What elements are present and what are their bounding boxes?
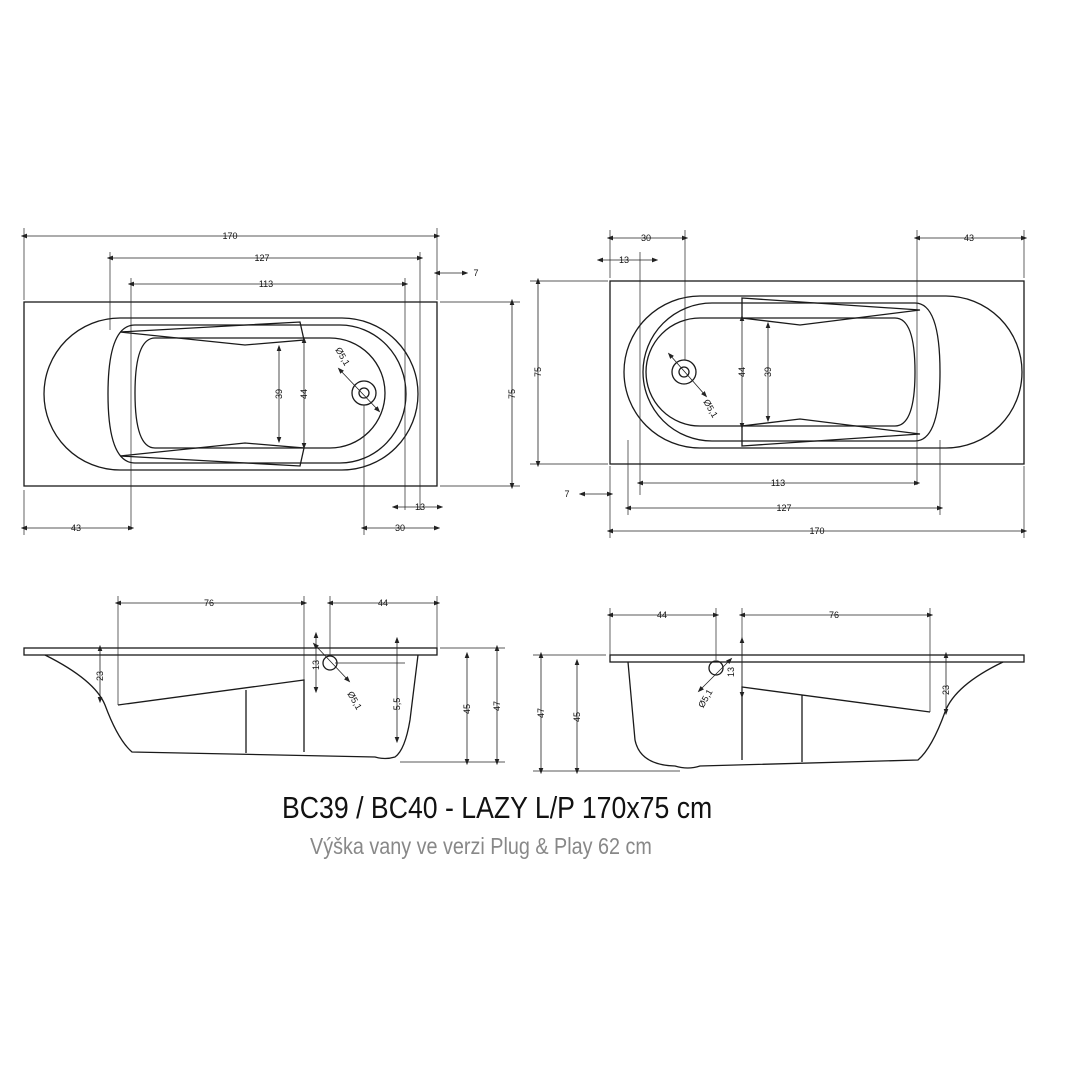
dim-width: 75 (533, 367, 543, 377)
dim-drain: Ø5,1 (333, 346, 351, 368)
dim-width: 75 (507, 389, 517, 399)
dim-5-5: 5,5 (392, 698, 402, 711)
dim-7: 7 (564, 489, 569, 499)
dim-113: 113 (259, 279, 273, 289)
dim-13: 13 (311, 660, 321, 670)
dim-length: 170 (809, 526, 824, 536)
dim-44: 44 (737, 367, 747, 377)
dim-drain: Ø5,1 (345, 690, 363, 712)
side-left-view: 76 44 23 13 Ø5,1 5,5 45 47 (23, 596, 505, 766)
drawing-title: BC39 / BC40 - LAZY L/P 170x75 cm (282, 790, 713, 825)
dim-7: 7 (473, 268, 478, 278)
dim-45: 45 (572, 712, 582, 722)
dim-23: 23 (941, 685, 951, 695)
dim-44: 44 (378, 598, 388, 608)
dim-76: 76 (829, 610, 839, 620)
dim-30: 30 (641, 233, 651, 243)
dim-44: 44 (299, 389, 309, 399)
dim-39: 39 (763, 367, 773, 377)
dim-13: 13 (415, 502, 425, 512)
dim-39: 39 (274, 389, 284, 399)
side-right-view: 44 76 13 23 Ø5,1 47 45 (533, 608, 1025, 775)
dim-76: 76 (204, 598, 214, 608)
top-left-plan-view: 170 127 113 7 75 44 39 Ø5,1 43 30 13 (20, 228, 520, 535)
dim-47: 47 (536, 708, 546, 718)
top-right-plan-view: 30 43 13 75 44 39 Ø5,1 113 127 170 7 (530, 230, 1028, 538)
dim-45: 45 (462, 704, 472, 714)
dim-127: 127 (776, 503, 791, 513)
dim-44: 44 (657, 610, 667, 620)
dim-13: 13 (619, 255, 629, 265)
dim-127: 127 (254, 253, 269, 263)
drawing-subtitle: Výška vany ve verzi Plug & Play 62 cm (310, 833, 652, 859)
dim-43: 43 (71, 523, 81, 533)
dim-47: 47 (492, 701, 502, 711)
dim-43: 43 (964, 233, 974, 243)
dim-23: 23 (95, 671, 105, 681)
dim-30: 30 (395, 523, 405, 533)
dim-length: 170 (222, 231, 237, 241)
dim-13: 13 (726, 667, 736, 677)
dim-113: 113 (771, 478, 785, 488)
dim-drain: Ø5,1 (701, 398, 719, 420)
dim-drain: Ø5,1 (696, 688, 714, 710)
